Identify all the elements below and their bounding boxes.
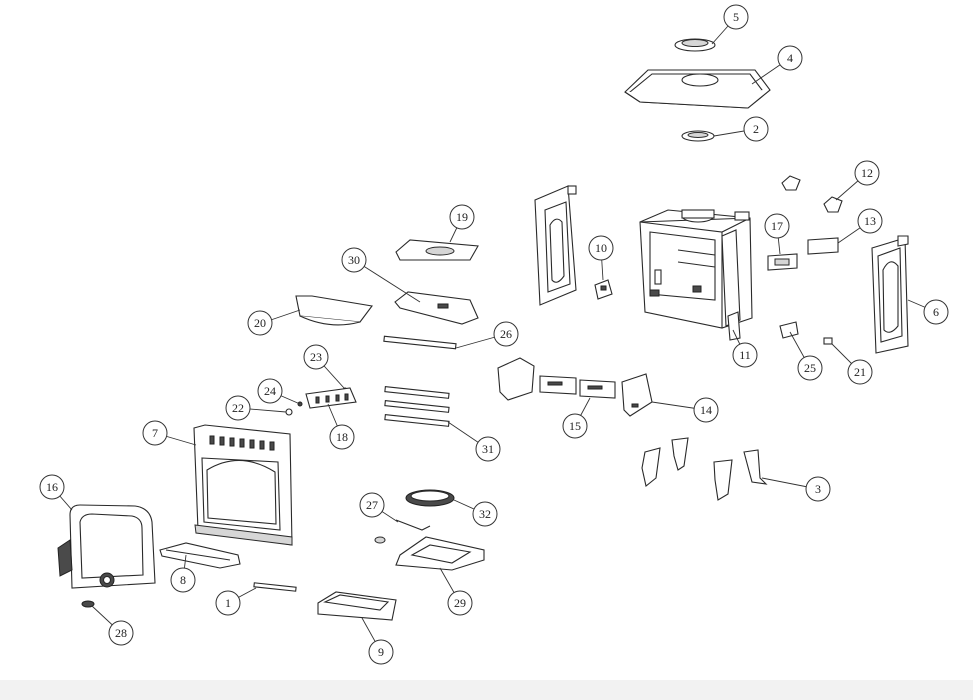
part-31-bars — [384, 386, 450, 427]
svg-text:21: 21 — [854, 365, 866, 379]
callout-11: 11 — [732, 342, 758, 368]
diagram-svg: 5 4 2 12 13 17 6 10 11 25 21 19 30 20 26… — [39, 4, 949, 665]
callout-14: 14 — [693, 397, 719, 423]
part-9-ash-pan — [317, 591, 397, 621]
svg-text:11: 11 — [739, 348, 751, 362]
part-rear-frame — [534, 185, 577, 306]
part-1-grate-rod — [253, 582, 297, 592]
part-17-slotted-plate — [767, 253, 798, 271]
callout-27: 27 — [359, 492, 385, 518]
air-vent-slots — [209, 435, 275, 451]
svg-text:25: 25 — [804, 361, 816, 375]
callout-16: 16 — [39, 474, 65, 500]
svg-text:28: 28 — [115, 626, 127, 640]
part-19-baffle-plate — [395, 239, 479, 261]
part-5-top-cap — [674, 38, 716, 52]
part-8-ash-lip — [159, 542, 241, 569]
part-3-legs — [641, 437, 768, 501]
svg-text:5: 5 — [733, 10, 739, 24]
callout-15: 15 — [562, 413, 588, 439]
svg-text:18: 18 — [336, 430, 348, 444]
svg-text:14: 14 — [700, 403, 712, 417]
svg-text:8: 8 — [180, 573, 186, 587]
callout-22: 22 — [225, 395, 251, 421]
callout-12: 12 — [854, 160, 880, 186]
callout-29: 29 — [447, 590, 473, 616]
part-26-rod — [383, 335, 457, 350]
part-12-spigot-plates — [781, 175, 843, 213]
callout-7: 7 — [142, 420, 168, 446]
svg-text:4: 4 — [787, 51, 793, 65]
svg-text:7: 7 — [152, 426, 158, 440]
callout-8: 8 — [170, 567, 196, 593]
callout-10: 10 — [588, 235, 614, 261]
callout-3: 3 — [805, 476, 831, 502]
part-7-front-frame — [193, 424, 293, 546]
callout-23: 23 — [303, 344, 329, 370]
part-2-flue-disc — [681, 130, 715, 142]
svg-text:16: 16 — [46, 480, 58, 494]
svg-text:22: 22 — [232, 401, 244, 415]
callout-4: 4 — [777, 45, 803, 71]
svg-text:26: 26 — [500, 327, 512, 341]
svg-text:3: 3 — [815, 482, 821, 496]
callout-13: 13 — [857, 208, 883, 234]
svg-text:19: 19 — [456, 210, 468, 224]
callout-25: 25 — [797, 355, 823, 381]
callout-1: 1 — [215, 590, 241, 616]
part-16-door — [57, 504, 156, 589]
part-27-tool — [374, 519, 431, 544]
svg-text:2: 2 — [753, 122, 759, 136]
footer-strip — [0, 680, 973, 700]
svg-text:27: 27 — [366, 498, 378, 512]
part-10-block — [594, 279, 613, 300]
part-11-firebox-body — [639, 209, 753, 341]
callout-18: 18 — [329, 424, 355, 450]
part-29-grate-frame — [395, 536, 485, 571]
part-20-fire-bar-support — [295, 295, 373, 326]
callout-28: 28 — [108, 620, 134, 646]
part-25-bracket — [779, 321, 799, 339]
callout-31: 31 — [475, 436, 501, 462]
callout-2: 2 — [743, 116, 769, 142]
callout-26: 26 — [493, 321, 519, 347]
callout-32: 32 — [472, 501, 498, 527]
callout-19: 19 — [449, 204, 475, 230]
svg-text:20: 20 — [254, 316, 266, 330]
callout-5: 5 — [723, 4, 749, 30]
part-21-small-clip — [823, 337, 833, 345]
part-28-small-knob — [81, 600, 95, 608]
part-6-side-panel — [871, 235, 909, 354]
svg-text:24: 24 — [264, 384, 276, 398]
svg-text:6: 6 — [933, 305, 939, 319]
callout-17: 17 — [764, 213, 790, 239]
svg-text:1: 1 — [225, 596, 231, 610]
part-30-baffle-board — [394, 291, 479, 325]
svg-text:32: 32 — [479, 507, 491, 521]
exploded-parts-diagram: 5 4 2 12 13 17 6 10 11 25 21 19 30 20 26… — [39, 4, 949, 665]
callout-6: 6 — [923, 299, 949, 325]
callout-21: 21 — [847, 359, 873, 385]
svg-text:29: 29 — [454, 596, 466, 610]
svg-text:13: 13 — [864, 214, 876, 228]
part-14-15-firebricks — [497, 357, 653, 417]
callout-24: 24 — [257, 378, 283, 404]
callout-20: 20 — [247, 310, 273, 336]
svg-text:9: 9 — [378, 645, 384, 659]
part-13-cover-plate — [807, 237, 839, 255]
svg-text:30: 30 — [348, 253, 360, 267]
svg-text:31: 31 — [482, 442, 494, 456]
callout-9: 9 — [368, 639, 394, 665]
part-32-riddling-grate — [405, 489, 455, 507]
svg-text:15: 15 — [569, 419, 581, 433]
svg-text:23: 23 — [310, 350, 322, 364]
svg-text:17: 17 — [771, 219, 783, 233]
part-18-22-23-24-air-control — [285, 387, 357, 416]
part-4-top-plate — [624, 69, 771, 109]
svg-text:10: 10 — [595, 241, 607, 255]
callout-30: 30 — [341, 247, 367, 273]
svg-text:12: 12 — [861, 166, 873, 180]
